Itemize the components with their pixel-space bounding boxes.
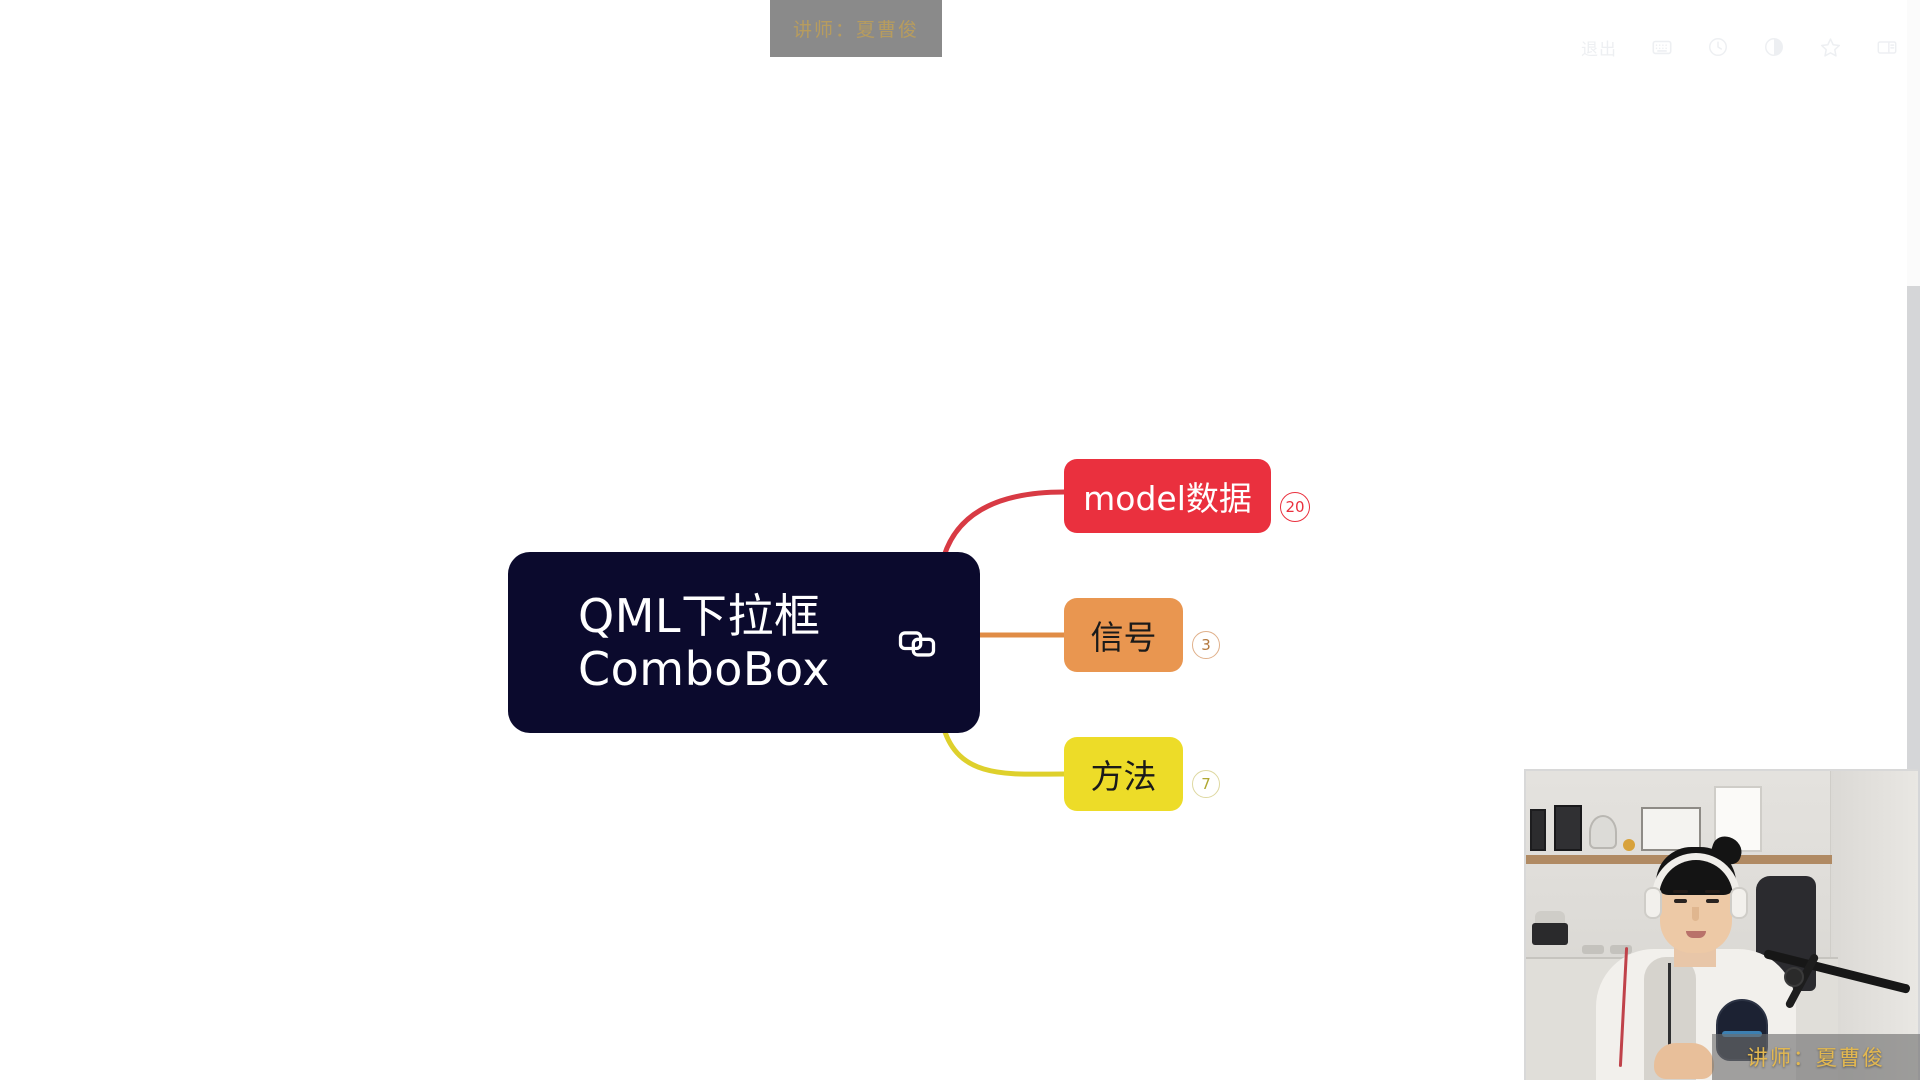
favorite-button[interactable] <box>1819 30 1842 64</box>
webcam-mic-boom-joint <box>1784 967 1804 987</box>
top-toolbar: 退出 <box>1581 30 1898 64</box>
webcam-frame-1 <box>1530 809 1546 851</box>
exit-label: 退出 <box>1581 39 1617 60</box>
keyboard-shortcuts-button[interactable] <box>1651 30 1673 64</box>
clock-icon <box>1707 36 1729 58</box>
theme-toggle-button[interactable] <box>1763 30 1785 64</box>
mindmap-branch-model[interactable]: model数据 <box>1064 459 1271 533</box>
root-node-title: QML下拉框 ComboBox <box>578 589 830 696</box>
top-watermark-text: 讲师：夏曹俊 <box>792 19 919 41</box>
branch-count-model: 20 <box>1285 498 1305 516</box>
exit-button[interactable]: 退出 <box>1581 30 1617 64</box>
webcam-certificate-1 <box>1641 807 1701 851</box>
webcam-box-lid <box>1535 911 1565 925</box>
star-icon <box>1819 36 1842 59</box>
webcam-frame-2 <box>1554 805 1582 851</box>
webcam-vest-zipper <box>1668 963 1671 1075</box>
connector-red <box>941 489 1067 559</box>
panel-layout-icon <box>1876 36 1898 58</box>
webcam-person-hands <box>1654 1043 1714 1079</box>
branch-count-badge-signal[interactable]: 3 <box>1192 631 1220 659</box>
webcam-mouth <box>1686 931 1706 938</box>
webcam-headphone-earcup-right <box>1730 887 1748 919</box>
connector-yellow <box>941 726 1067 777</box>
branch-count-method: 7 <box>1201 775 1211 793</box>
webcam-nose <box>1692 907 1699 921</box>
branch-label-signal: 信号 <box>1090 618 1157 657</box>
branch-count-signal: 3 <box>1201 636 1211 654</box>
branch-count-badge-model[interactable]: 20 <box>1280 492 1310 522</box>
keyboard-icon <box>1651 36 1673 58</box>
mindmap-root-node[interactable]: QML下拉框 ComboBox <box>508 552 980 733</box>
webcam-eyebrow-left <box>1673 890 1688 893</box>
branch-label-model: model数据 <box>1083 479 1252 518</box>
webcam-eye-right <box>1706 899 1719 903</box>
layout-panel-button[interactable] <box>1876 30 1898 64</box>
webcam-pad-1 <box>1582 945 1604 954</box>
webcam-headphone-earcup-left <box>1644 887 1662 919</box>
webcam-overlay[interactable] <box>1524 769 1918 1080</box>
history-button[interactable] <box>1707 30 1729 64</box>
branch-label-method: 方法 <box>1090 757 1157 796</box>
webcam-wall-right <box>1830 771 1918 1080</box>
webcam-watermark-text: 讲师：夏曹俊 <box>1747 1046 1885 1070</box>
webcam-watermark-overlay: 讲师：夏曹俊 <box>1712 1034 1920 1080</box>
contrast-icon <box>1763 36 1785 58</box>
copy-duplicate-icon[interactable] <box>894 620 940 666</box>
webcam-eyebrow-right <box>1705 890 1720 893</box>
top-watermark-overlay: 讲师：夏曹俊 <box>770 0 942 57</box>
mindmap-branch-signal[interactable]: 信号 <box>1064 598 1183 672</box>
webcam-award-medal <box>1623 839 1635 851</box>
webcam-headphone-band <box>1652 853 1740 915</box>
mindmap-branch-method[interactable]: 方法 <box>1064 737 1183 811</box>
webcam-pad-2 <box>1610 945 1632 954</box>
webcam-eye-left <box>1674 899 1687 903</box>
webcam-box <box>1532 923 1568 945</box>
webcam-trophy <box>1589 815 1617 849</box>
branch-count-badge-method[interactable]: 7 <box>1192 770 1220 798</box>
